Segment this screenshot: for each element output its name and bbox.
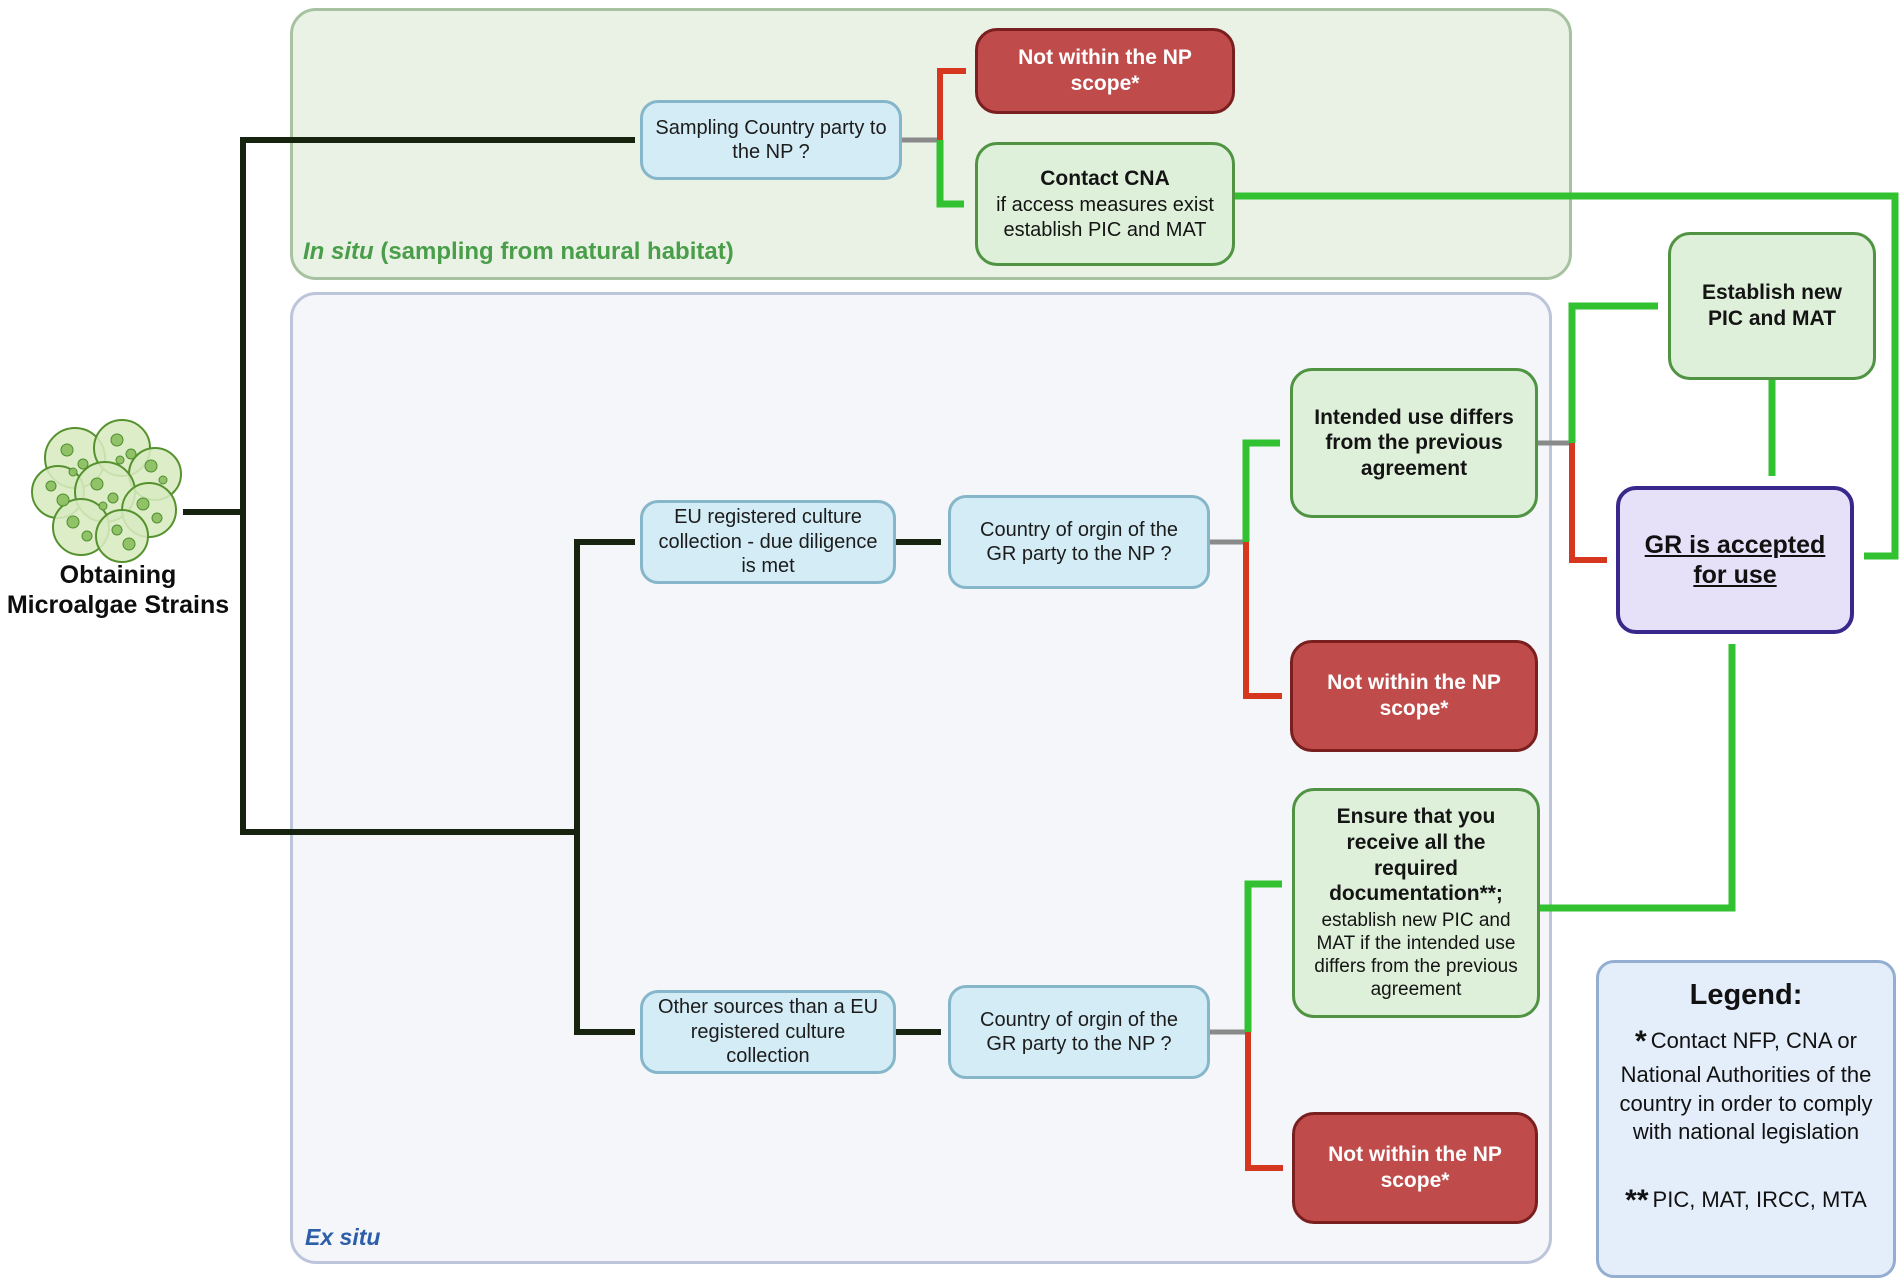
node-text: Intended use differs from the previous a… bbox=[1314, 405, 1514, 480]
arrow-to-sampling bbox=[240, 137, 635, 835]
arrow-no-to-accepted bbox=[1569, 443, 1607, 563]
node-text: Not within the NP scope* bbox=[1327, 671, 1501, 720]
node-body: establish new PIC and MAT if the intende… bbox=[1314, 909, 1518, 1001]
in-situ-label-name: In situ bbox=[303, 238, 374, 265]
arrow-ensure-to-accepted bbox=[1540, 644, 1736, 912]
arrow-no-mid-scope bbox=[1243, 542, 1282, 699]
arrow-yes-contact-cna bbox=[936, 140, 964, 208]
node-origin-question-top: Country of orgin of the GR party to the … bbox=[948, 495, 1210, 589]
arrow-yes-ensure bbox=[1244, 880, 1282, 1032]
arrow-to-other-sources bbox=[574, 829, 635, 1035]
microalgae-cluster-icon bbox=[31, 419, 182, 563]
node-text: Country of orgin of the GR party to the … bbox=[980, 518, 1178, 565]
no-arrows-red bbox=[937, 68, 1607, 1171]
legend-marker: * bbox=[1635, 1025, 1647, 1058]
node-origin-question-bottom: Country of orgin of the GR party to the … bbox=[948, 985, 1210, 1079]
legend-title: Legend: bbox=[1689, 979, 1803, 1011]
node-contact-cna: Contact CNA if access measures exist est… bbox=[975, 142, 1235, 266]
node-text: Other sources than a EU registered cultu… bbox=[657, 996, 879, 1068]
node-text: Not within the NP scope* bbox=[1328, 1143, 1502, 1192]
flow-arrows-dark bbox=[183, 137, 941, 1035]
node-ensure-documentation: Ensure that you receive all the required… bbox=[1292, 788, 1540, 1018]
arrow-contact-to-accepted bbox=[1235, 192, 1899, 560]
node-title: Ensure that you receive all the required… bbox=[1329, 805, 1503, 906]
in-situ-label: In situ (sampling from natural habitat) bbox=[303, 238, 734, 266]
node-eu-registered: EU registered culture collection - due d… bbox=[640, 500, 896, 584]
node-text: Sampling Country party to the NP ? bbox=[655, 116, 887, 163]
node-title: Contact CNA bbox=[1040, 166, 1170, 190]
node-text: GR is accepted for use bbox=[1644, 530, 1826, 590]
node-not-in-scope-bottom: Not within the NP scope* bbox=[1292, 1112, 1538, 1224]
ex-situ-label: Ex situ bbox=[305, 1224, 380, 1251]
legend-item-asterisk: *Contact NFP, CNA or National Authoritie… bbox=[1613, 1022, 1879, 1147]
connector-stubs-gray bbox=[902, 137, 1572, 1035]
node-sampling-question: Sampling Country party to the NP ? bbox=[640, 100, 902, 180]
legend-item-double-asterisk: **PIC, MAT, IRCC, MTA bbox=[1613, 1181, 1879, 1220]
node-body: if access measures exist establish PIC a… bbox=[996, 194, 1214, 241]
source-node-label: Obtaining Microalgae Strains bbox=[6, 561, 230, 619]
legend-text: Contact NFP, CNA or National Authorities… bbox=[1619, 1028, 1873, 1145]
arrow-yes-intended-use bbox=[1242, 439, 1280, 542]
node-not-in-scope-mid: Not within the NP scope* bbox=[1290, 640, 1538, 752]
arrow-yes-establish bbox=[1568, 302, 1658, 443]
arrow-no-top-scope bbox=[937, 68, 966, 140]
yes-arrows-green bbox=[936, 140, 1899, 1032]
in-situ-panel bbox=[290, 8, 1572, 280]
node-text: Establish new PIC and MAT bbox=[1701, 281, 1843, 330]
node-intended-use: Intended use differs from the previous a… bbox=[1290, 368, 1538, 518]
arrow-to-eu-registered bbox=[574, 539, 635, 835]
node-gr-accepted: GR is accepted for use bbox=[1616, 486, 1854, 634]
legend-marker: ** bbox=[1625, 1183, 1649, 1217]
node-text: Not within the NP scope* bbox=[1018, 46, 1192, 95]
legend-text: PIC, MAT, IRCC, MTA bbox=[1652, 1186, 1867, 1212]
node-text: EU registered culture collection - due d… bbox=[658, 506, 878, 578]
in-situ-label-description: (sampling from natural habitat) bbox=[373, 238, 734, 265]
node-establish-new-pic-mat: Establish new PIC and MAT bbox=[1668, 232, 1876, 380]
node-other-sources: Other sources than a EU registered cultu… bbox=[640, 990, 896, 1074]
node-text: Country of orgin of the GR party to the … bbox=[980, 1008, 1178, 1055]
arrow-no-bottom-scope bbox=[1245, 1032, 1283, 1171]
node-not-in-scope-top: Not within the NP scope* bbox=[975, 28, 1235, 114]
ex-situ-label-name: Ex situ bbox=[305, 1224, 381, 1250]
legend-box: Legend: *Contact NFP, CNA or National Au… bbox=[1596, 960, 1896, 1278]
